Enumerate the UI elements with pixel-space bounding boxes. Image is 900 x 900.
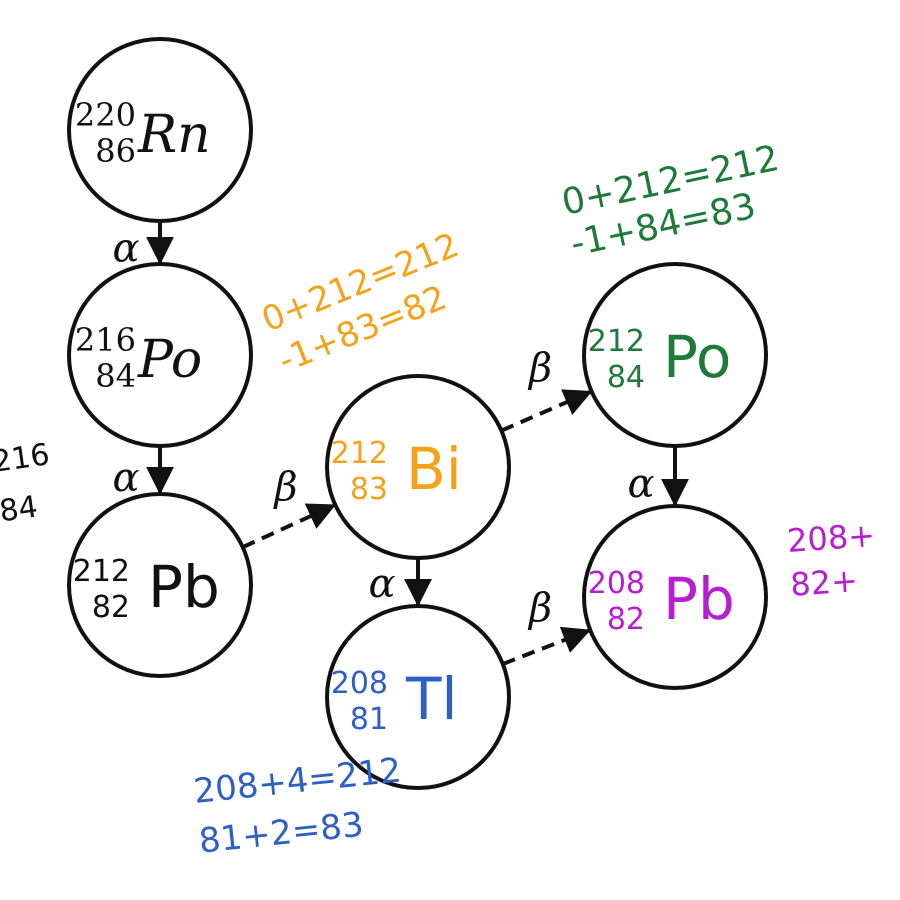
element-symbol: Po — [137, 330, 202, 390]
mass-number: 208 — [588, 566, 645, 601]
beta-decay-label: β — [527, 585, 552, 631]
note-line: 208+ — [786, 516, 876, 560]
atomic-number: 84 — [95, 357, 136, 395]
mass-number: 220 — [75, 96, 136, 134]
element-symbol: Pb — [148, 553, 220, 621]
atomic-number: 82 — [92, 590, 130, 625]
nuclide-circle — [67, 492, 253, 678]
beta-decay-label: β — [273, 464, 298, 510]
alpha-decay-label: α — [627, 461, 654, 507]
atomic-number: 86 — [95, 132, 136, 170]
element-symbol: Pb — [663, 565, 735, 633]
nuclide-circle — [67, 262, 253, 448]
atomic-number: 82 — [607, 602, 645, 637]
element-symbol: Bi — [406, 435, 462, 503]
atomic-number: 83 — [350, 472, 388, 507]
handwritten-note-pb208: 208+82+ — [786, 516, 876, 604]
mass-number: 216 — [75, 321, 136, 359]
decay-arrow-beta — [502, 626, 591, 666]
note-line: 81+2=83 — [197, 805, 365, 862]
alpha-decay-label: α — [112, 455, 139, 501]
nuclide-circle — [325, 604, 511, 790]
handwritten-note-bi: 0+212=212-1+83=82 — [256, 225, 464, 381]
mass-number: 212 — [73, 554, 130, 589]
note-line: 216 — [0, 437, 52, 480]
decay-arrow-beta — [500, 389, 593, 433]
note-line: 208+4=212 — [192, 750, 403, 812]
nuclide-circle — [325, 374, 511, 560]
element-symbol: Po — [663, 323, 731, 391]
alpha-decay-label: α — [368, 561, 395, 607]
note-line: 82+ — [789, 561, 859, 604]
nuclide-circle — [67, 37, 253, 223]
nuclide-circle — [582, 504, 768, 690]
atomic-number: 84 — [607, 360, 645, 395]
mass-number: 212 — [588, 324, 645, 359]
element-symbol: Rn — [137, 105, 211, 165]
alpha-decay-label: α — [112, 226, 139, 272]
mass-number: 212 — [331, 436, 388, 471]
handwritten-note-po212: 0+212=212-1+84=83 — [558, 138, 782, 265]
element-symbol: Tl — [405, 665, 458, 733]
nuclide-circle — [582, 262, 768, 448]
beta-decay-label: β — [527, 345, 552, 391]
decay-arrow-beta — [241, 503, 336, 549]
atomic-number: 81 — [350, 702, 388, 737]
mass-number: 208 — [331, 666, 388, 701]
note-line: 84 — [0, 489, 40, 529]
